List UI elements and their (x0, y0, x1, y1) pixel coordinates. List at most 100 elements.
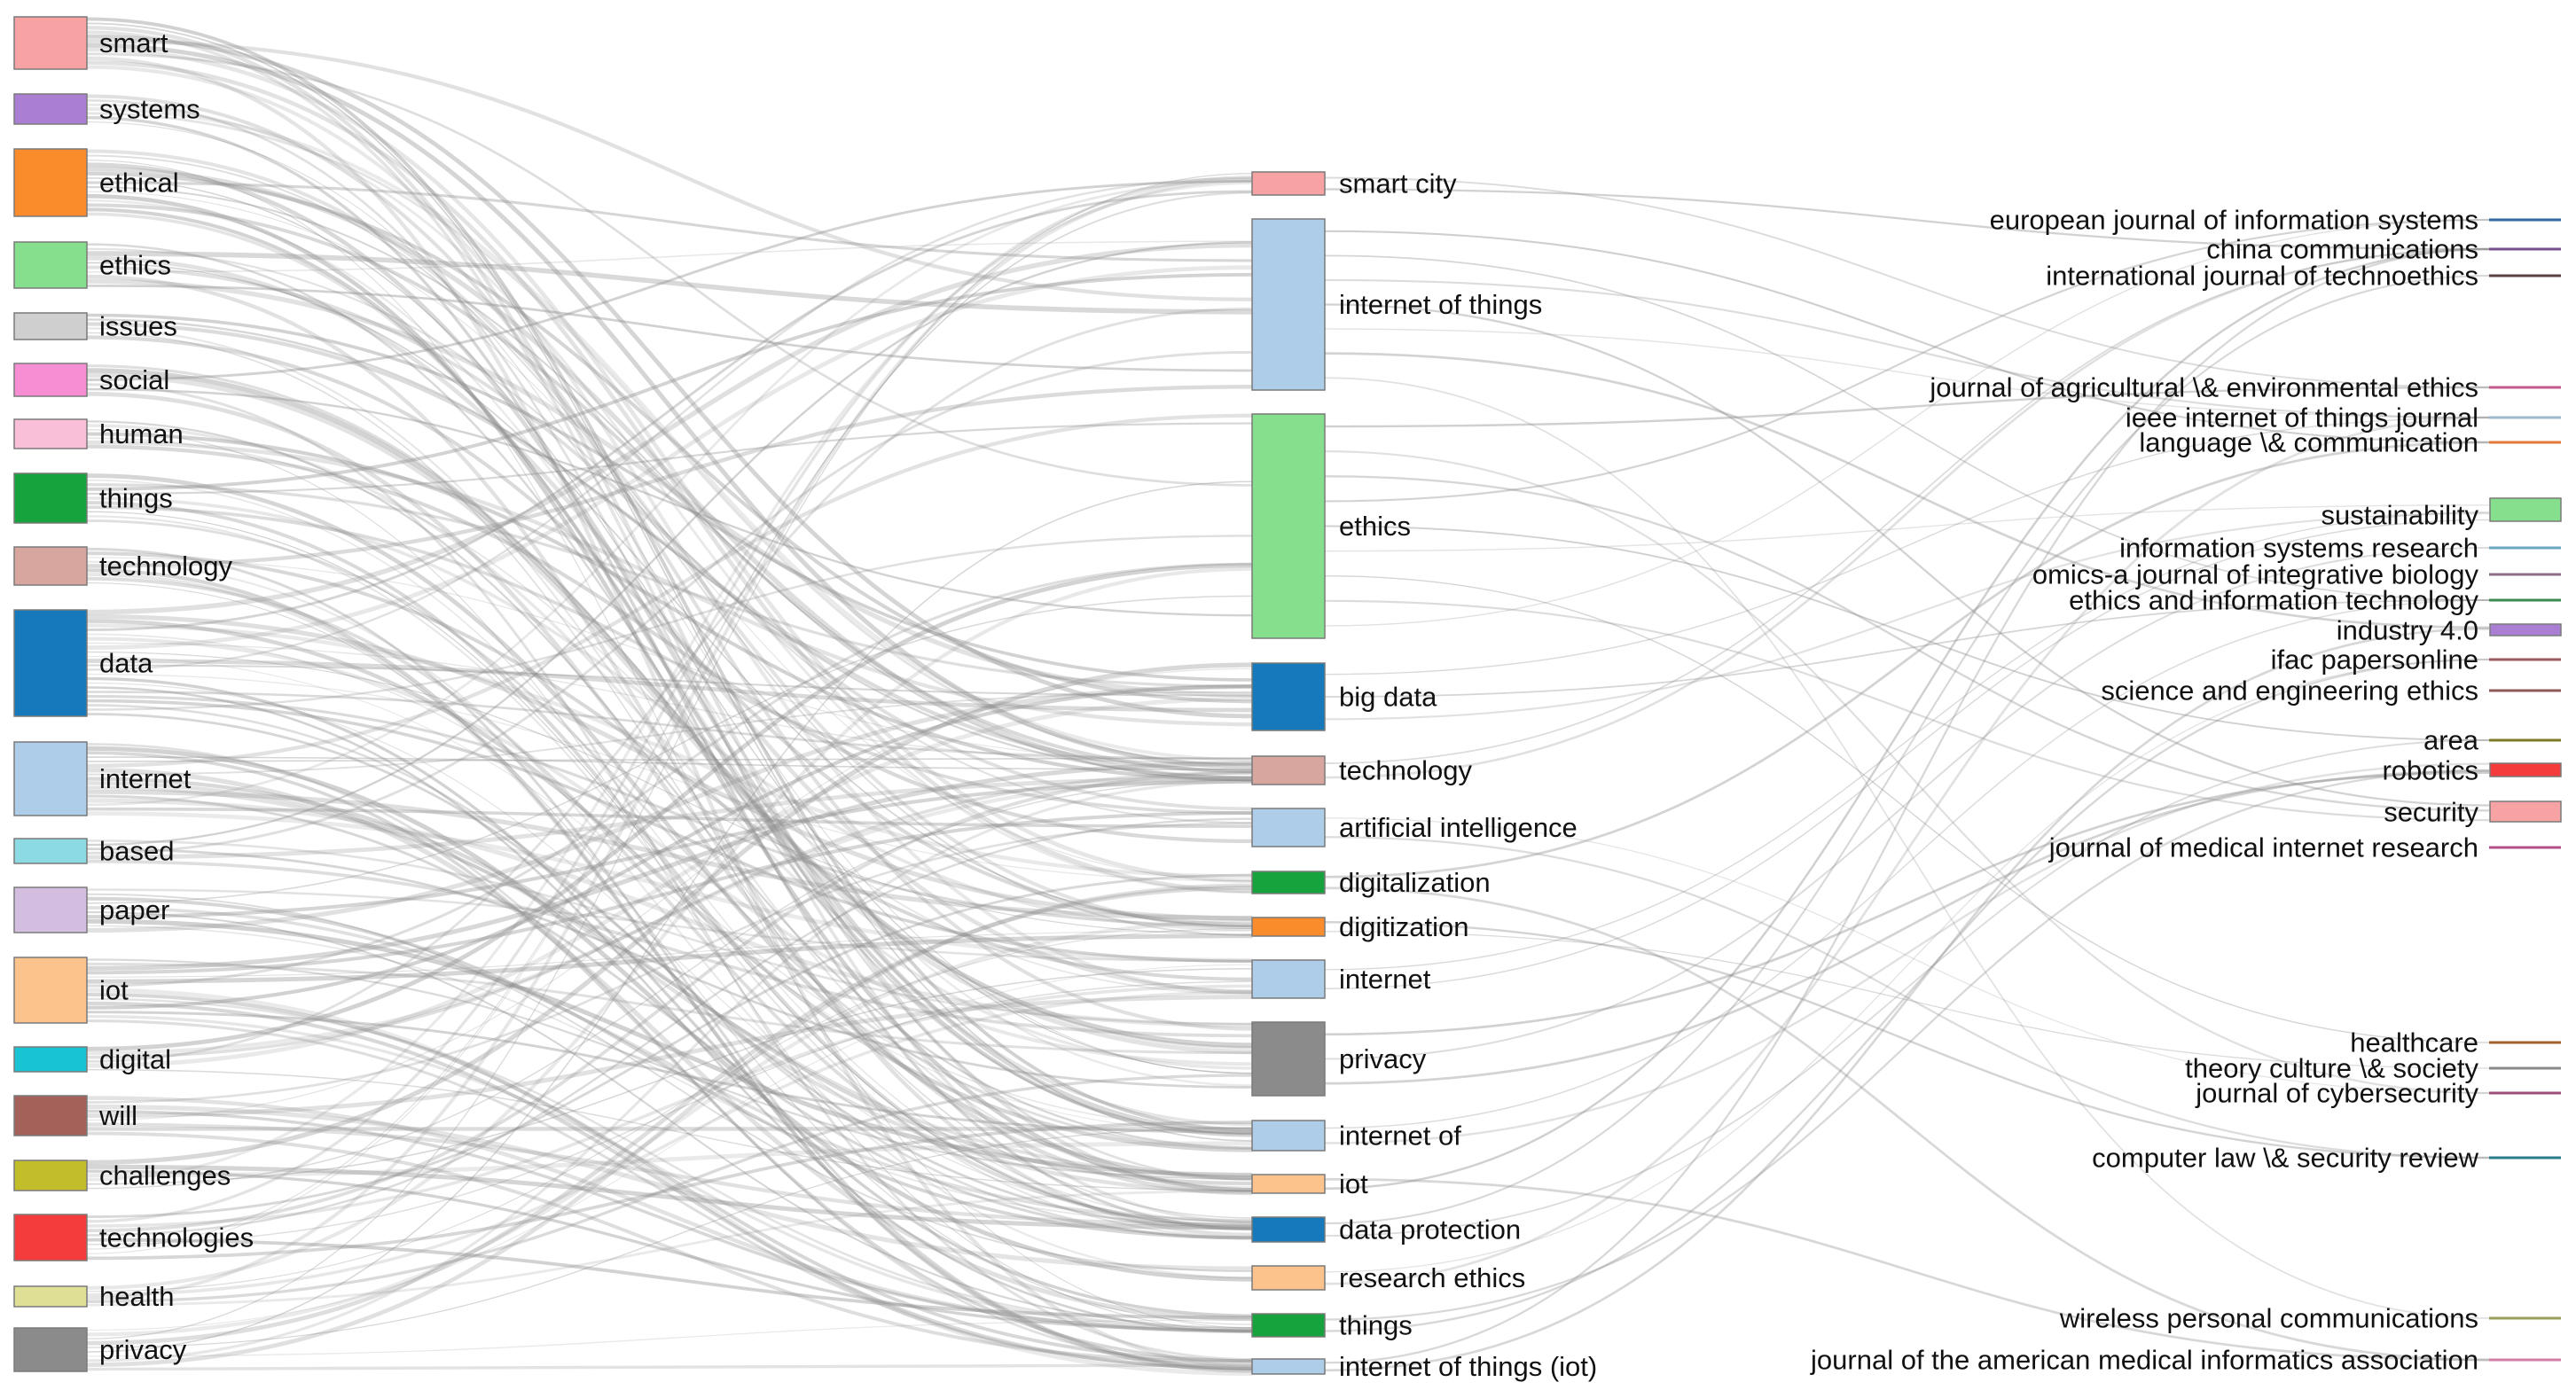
node-iot_l[interactable]: iot (13, 957, 129, 1024)
node-jamia[interactable]: journal of the american medical informat… (1810, 1345, 2561, 1376)
node-bar[interactable] (1251, 413, 1326, 639)
node-sustainability[interactable]: sustainability (2322, 497, 2562, 531)
node-bar[interactable] (13, 16, 88, 70)
node-bar[interactable] (13, 93, 88, 125)
node-omics[interactable]: omics-a journal of integrative biology (2032, 559, 2561, 590)
node-china_comm[interactable]: china communications (2206, 234, 2561, 265)
node-bar[interactable] (2489, 497, 2562, 522)
node-ejis[interactable]: european journal of information systems (1990, 205, 2561, 236)
node-internet_l[interactable]: internet (13, 741, 192, 816)
node-bar[interactable] (13, 241, 88, 289)
node-internet_m[interactable]: internet (1251, 959, 1431, 999)
node-bar[interactable] (13, 609, 88, 717)
node-big_data[interactable]: big data (1251, 662, 1437, 731)
node-ijt[interactable]: international journal of technoethics (2046, 261, 2561, 292)
node-ifac[interactable]: ifac papersonline (2271, 644, 2561, 675)
node-bar[interactable] (2489, 762, 2562, 777)
node-bar[interactable] (1251, 171, 1326, 196)
node-lang_comm[interactable]: language \& communication (2139, 427, 2561, 458)
node-digitalization[interactable]: digitalization (1251, 867, 1491, 898)
node-bar[interactable] (13, 418, 88, 449)
node-bar[interactable] (13, 1214, 88, 1261)
node-based[interactable]: based (13, 836, 174, 867)
node-technology_l[interactable]: technology (13, 546, 232, 586)
node-bar[interactable] (1251, 917, 1326, 937)
node-paper[interactable]: paper (13, 886, 169, 933)
node-jmir[interactable]: journal of medical internet research (2048, 832, 2561, 863)
node-iot_m[interactable]: iot (1251, 1168, 1368, 1199)
node-bar[interactable] (13, 1095, 88, 1136)
node-bar[interactable] (1251, 1265, 1326, 1291)
node-bar[interactable] (1251, 218, 1326, 391)
node-bar[interactable] (1251, 1021, 1326, 1097)
node-eit[interactable]: ethics and information technology (2069, 585, 2561, 616)
node-see[interactable]: science and engineering ethics (2101, 675, 2561, 707)
node-bar[interactable] (1251, 1174, 1326, 1194)
node-bar[interactable] (1251, 755, 1326, 785)
node-human[interactable]: human (13, 418, 184, 449)
node-healthcare[interactable]: healthcare (2350, 1027, 2561, 1058)
node-will[interactable]: will (13, 1095, 137, 1136)
node-things_l[interactable]: things (13, 472, 173, 524)
node-ai[interactable]: artificial intelligence (1251, 808, 1578, 847)
node-bar[interactable] (13, 472, 88, 524)
node-isr[interactable]: information systems research (2119, 533, 2561, 564)
node-issues[interactable]: issues (13, 311, 177, 342)
node-privacy_l[interactable]: privacy (13, 1327, 187, 1372)
node-research_ethics[interactable]: research ethics (1251, 1262, 1525, 1293)
node-bar[interactable] (13, 546, 88, 586)
flow-link (86, 1131, 1253, 1364)
node-security[interactable]: security (2384, 797, 2562, 828)
node-bar[interactable] (2489, 623, 2562, 636)
node-iot_full[interactable]: internet of things (1251, 218, 1542, 391)
node-systems[interactable]: systems (13, 93, 200, 125)
node-bar[interactable] (1251, 1120, 1326, 1152)
node-bar[interactable] (1251, 959, 1326, 999)
node-iot_paren[interactable]: internet of things (iot) (1251, 1351, 1597, 1382)
node-data[interactable]: data (13, 609, 153, 717)
node-bar[interactable] (1251, 1313, 1326, 1338)
node-health[interactable]: health (13, 1281, 174, 1312)
node-data_protection[interactable]: data protection (1251, 1214, 1521, 1246)
node-smart[interactable]: smart (13, 16, 168, 70)
node-ethics_m[interactable]: ethics (1251, 413, 1411, 639)
node-bar[interactable] (1251, 1358, 1326, 1375)
node-bar[interactable] (1251, 662, 1326, 731)
node-bar[interactable] (13, 1160, 88, 1191)
node-ieee_iot[interactable]: ieee internet of things journal (2126, 402, 2561, 433)
node-technology_m[interactable]: technology (1251, 755, 1472, 786)
node-tcs[interactable]: theory culture \& society (2185, 1053, 2561, 1084)
node-ethical[interactable]: ethical (13, 148, 179, 217)
node-wpc[interactable]: wireless personal communications (2059, 1303, 2561, 1334)
node-bar[interactable] (13, 363, 88, 397)
node-bar[interactable] (13, 148, 88, 217)
node-bar[interactable] (1251, 871, 1326, 894)
node-area[interactable]: area (2423, 725, 2561, 756)
node-digital[interactable]: digital (13, 1044, 171, 1075)
node-bar[interactable] (13, 886, 88, 933)
node-things_m[interactable]: things (1251, 1310, 1413, 1341)
node-bar[interactable] (1251, 808, 1326, 847)
node-bar[interactable] (13, 957, 88, 1024)
node-privacy_m[interactable]: privacy (1251, 1021, 1427, 1097)
node-bar[interactable] (13, 1285, 88, 1308)
node-technologies[interactable]: technologies (13, 1214, 254, 1261)
node-bar[interactable] (13, 838, 88, 864)
node-digitization[interactable]: digitization (1251, 911, 1468, 942)
node-internet_of[interactable]: internet of (1251, 1120, 1461, 1152)
node-bar[interactable] (13, 741, 88, 816)
node-industry40[interactable]: industry 4.0 (2337, 615, 2562, 646)
node-bar[interactable] (2489, 800, 2562, 823)
node-bar[interactable] (13, 1327, 88, 1372)
node-jaee[interactable]: journal of agricultural \& environmental… (1929, 372, 2561, 403)
node-smart_city[interactable]: smart city (1251, 168, 1457, 199)
node-challenges[interactable]: challenges (13, 1160, 231, 1191)
node-bar[interactable] (1251, 1216, 1326, 1243)
node-robotics[interactable]: robotics (2382, 755, 2562, 786)
node-bar[interactable] (13, 1046, 88, 1073)
node-ethics_l[interactable]: ethics (13, 241, 171, 289)
node-bar[interactable] (13, 312, 88, 340)
node-jcyber[interactable]: journal of cybersecurity (2195, 1078, 2561, 1109)
node-clsr[interactable]: computer law \& security review (2092, 1143, 2561, 1174)
node-social[interactable]: social (13, 363, 169, 397)
